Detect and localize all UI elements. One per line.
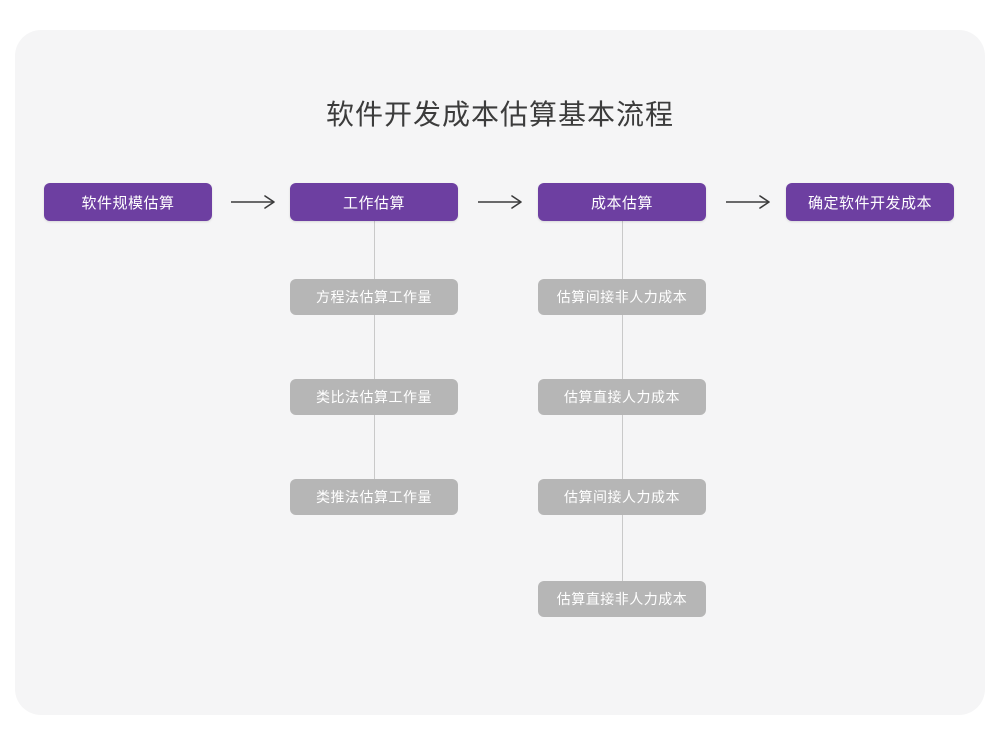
flow-step-label: 成本估算 bbox=[590, 194, 653, 212]
flow-step-work-estimation[interactable]: 工作估算 bbox=[290, 183, 458, 221]
branch-item-direct-nonlabor-cost[interactable]: 估算直接非人力成本 bbox=[538, 581, 706, 617]
branch-item-direct-labor-cost[interactable]: 估算直接人力成本 bbox=[538, 379, 706, 415]
flow-step-software-size-estimation[interactable]: 软件规模估算 bbox=[44, 183, 212, 221]
connector-line-work bbox=[374, 216, 375, 496]
branch-item-inference-method-workload[interactable]: 类推法估算工作量 bbox=[290, 479, 458, 515]
flow-step-determine-development-cost[interactable]: 确定软件开发成本 bbox=[786, 183, 954, 221]
flow-step-label: 确定软件开发成本 bbox=[807, 194, 932, 212]
branch-item-indirect-labor-cost[interactable]: 估算间接人力成本 bbox=[538, 479, 706, 515]
branch-item-label: 估算直接非人力成本 bbox=[556, 591, 688, 607]
branch-item-label: 估算直接人力成本 bbox=[564, 389, 680, 405]
branch-item-label: 估算间接人力成本 bbox=[564, 489, 680, 505]
flow-arrow-3 bbox=[721, 183, 777, 221]
branch-item-label: 类比法估算工作量 bbox=[316, 389, 432, 405]
branch-item-analogy-method-workload[interactable]: 类比法估算工作量 bbox=[290, 379, 458, 415]
branch-item-equation-method-workload[interactable]: 方程法估算工作量 bbox=[290, 279, 458, 315]
page-title: 软件开发成本估算基本流程 bbox=[325, 99, 674, 130]
branch-item-label: 估算间接非人力成本 bbox=[556, 289, 688, 305]
flow-arrow-2 bbox=[473, 183, 529, 221]
branch-item-indirect-nonlabor-cost[interactable]: 估算间接非人力成本 bbox=[538, 279, 706, 315]
flow-step-cost-estimation[interactable]: 成本估算 bbox=[538, 183, 706, 221]
branch-item-label: 类推法估算工作量 bbox=[316, 489, 432, 505]
flow-step-label: 软件规模估算 bbox=[81, 194, 175, 212]
branch-item-label: 方程法估算工作量 bbox=[316, 289, 432, 305]
flow-arrow-1 bbox=[226, 183, 282, 221]
flow-step-label: 工作估算 bbox=[342, 194, 405, 212]
diagram-card bbox=[15, 30, 985, 715]
